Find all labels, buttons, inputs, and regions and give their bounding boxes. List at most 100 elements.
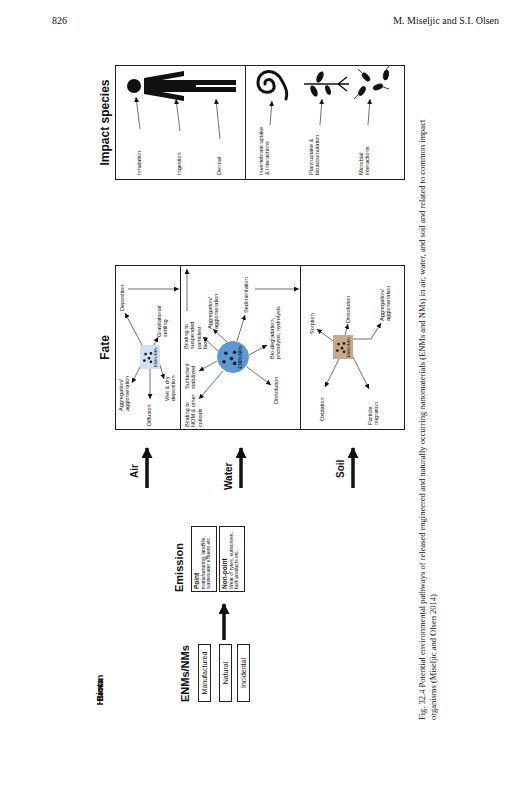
process-label: Ingestion <box>176 131 182 175</box>
exposure-arrow <box>176 99 180 131</box>
section-heading: Impact species <box>97 66 113 179</box>
section-heading: Fate <box>97 266 113 429</box>
flow-arrows <box>147 448 353 640</box>
box-label: Incidental <box>238 645 249 701</box>
particle-dot <box>343 342 346 345</box>
process-arrow <box>345 324 348 335</box>
process-arrow <box>353 357 369 389</box>
impact-band: Invertebrate uptake & interactionsPlant … <box>246 66 404 179</box>
figure-caption: Fig. 32.4 Potential environmental pathwa… <box>417 90 439 720</box>
process-label: Particle migration <box>367 385 380 425</box>
particle-dot <box>336 349 339 352</box>
process-label: Dissolution <box>273 364 279 404</box>
process-label: Aggregation/ agglomeration <box>207 277 220 329</box>
process-arrow <box>154 337 158 345</box>
compartment-band: Aggregation/ agglomerationDiffusionWet &… <box>116 266 181 429</box>
process-label: Deposition <box>119 271 125 311</box>
process-label: Dissolution <box>345 279 351 323</box>
process-label: Bio-degradation, photolysis, hydrolysis <box>269 301 282 359</box>
particle-dot <box>224 351 228 355</box>
process-label: Microbial interactions <box>358 125 371 175</box>
particle-dot <box>230 357 234 361</box>
process-arrow <box>325 359 339 387</box>
particle-dot <box>144 353 147 356</box>
flow-arrow <box>222 604 226 640</box>
running-head: M. Miseljic and S.I. Olsen <box>393 15 499 26</box>
process-arrow <box>213 329 227 342</box>
plant-leaf <box>309 84 320 97</box>
box-heading: Point <box>193 529 201 589</box>
column-heading: Emission <box>173 543 185 592</box>
process-arrow <box>132 367 140 383</box>
flow-arrow <box>239 448 243 488</box>
process-label: Aggregation/ agglomeration <box>118 363 131 411</box>
process-arrow <box>199 361 217 371</box>
microbe-icons <box>354 66 389 99</box>
compartment-label: Water <box>223 463 234 490</box>
impact-frame: Impact speciesInhalationIngestionDermalI… <box>115 65 405 180</box>
box-body: manufacturing, landfills, wastewater eff… <box>201 529 213 589</box>
blob-label: ENMs/NMs <box>347 335 352 359</box>
process-arrow <box>255 289 299 290</box>
blob-circle <box>218 342 249 373</box>
blob-label: ENMs/NMs <box>239 341 244 373</box>
process-label: Dermal <box>216 131 222 175</box>
source-box: Manufactured <box>198 644 211 702</box>
process-arrow <box>128 289 179 290</box>
blob-square <box>333 335 353 359</box>
soil-process-arrows <box>317 323 381 389</box>
particle-dot <box>233 350 237 354</box>
exposure-arrow <box>368 99 370 125</box>
flow-arrow <box>145 448 149 488</box>
process-label: Surfactant stabilized <box>184 353 197 389</box>
box-label: Manufactured <box>199 645 210 701</box>
box-heading: Non-point <box>221 529 229 589</box>
particle-dot <box>150 352 153 355</box>
column-heading: ENMs/NMs <box>179 645 191 702</box>
impact-band: Inhalation Ingestion Dermal <box>116 66 246 179</box>
plant-leaf <box>315 70 326 83</box>
worm-icon <box>258 71 287 99</box>
human-illustration <box>127 71 236 139</box>
compartment-label: Air <box>129 464 140 478</box>
connector-layer <box>95 60 450 720</box>
emission-box: Non-pointWear of tyres, sunscreen, bulk … <box>219 526 245 592</box>
figure-artwork <box>95 60 450 720</box>
emission-box: Pointmanufacturing, landfills, wastewate… <box>191 526 217 592</box>
process-label: Oxidation <box>319 387 325 421</box>
process-arrow <box>237 315 245 341</box>
human-head <box>127 79 141 93</box>
nanomaterial-blob: ENMs/NMs <box>217 341 249 373</box>
particle-dot <box>343 350 346 353</box>
flow-arrow <box>351 448 355 488</box>
rotated-figure: Manufactured Natural Incidental Pointmanufa… <box>95 60 450 720</box>
process-arrow <box>160 365 164 379</box>
page-number: 826 <box>52 15 67 26</box>
exposure-arrow <box>136 97 140 129</box>
nanomaterial-blob: ENMs/NMs <box>333 335 353 359</box>
process-label: Sedimentation <box>243 267 249 313</box>
particle-dot <box>222 360 226 364</box>
particle-dot <box>150 360 153 363</box>
process-label: Binding to NOM & other colloids <box>184 391 203 427</box>
blob-shape <box>217 341 249 373</box>
process-label: Binding to suspended particles/ biota <box>183 313 209 349</box>
box-body: Wear of tyres, sunscreen, bulk products … <box>229 529 241 589</box>
source-box: Natural <box>219 644 232 702</box>
process-arrow <box>187 269 188 311</box>
process-label: Plant uptake & bioaccumulation <box>308 125 321 175</box>
exposure-arrow <box>270 101 272 125</box>
human-body <box>144 71 236 101</box>
particle-dot <box>148 357 151 360</box>
process-arrow <box>150 369 151 399</box>
blob-label: ENMs/NMs <box>154 345 159 369</box>
biota-illustration <box>258 66 389 125</box>
process-label: Sorption <box>309 298 315 334</box>
particle-dot <box>341 347 344 350</box>
process-arrow <box>247 367 271 385</box>
plant-leaf <box>324 84 332 95</box>
particle-dot <box>337 343 340 346</box>
process-label: Inhalation <box>136 131 142 175</box>
process-arrow <box>249 345 267 355</box>
